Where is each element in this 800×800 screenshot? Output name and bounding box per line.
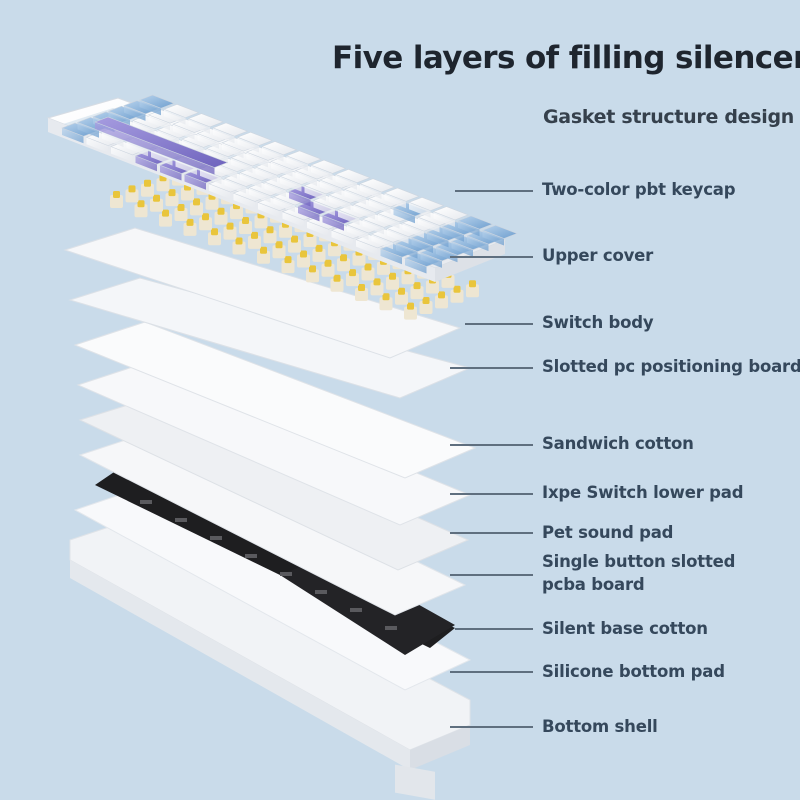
label-pcba-line1: Single button slotted xyxy=(542,552,736,571)
switch xyxy=(125,185,139,203)
switch xyxy=(361,263,375,281)
switch xyxy=(150,194,163,212)
switch xyxy=(330,274,344,292)
label-switch-body: Switch body xyxy=(542,313,654,332)
leader-line-upper-cover xyxy=(450,256,533,258)
switch xyxy=(355,284,368,301)
switch xyxy=(281,256,295,274)
switch xyxy=(223,222,237,240)
label-keycap: Two-color pbt keycap xyxy=(542,180,736,199)
switch xyxy=(395,287,408,305)
silent-base-cotton-layer xyxy=(95,468,455,655)
leader-line-keycap xyxy=(455,190,533,192)
switch xyxy=(321,259,335,277)
keycap xyxy=(481,224,518,246)
switch xyxy=(404,302,417,320)
keycap xyxy=(212,122,249,144)
plate-layer xyxy=(63,227,462,359)
switch xyxy=(239,217,252,234)
label-base-cotton: Silent base cotton xyxy=(542,619,708,638)
ixpe-pad-layer xyxy=(76,361,472,526)
label-bottom-shell: Bottom shell xyxy=(542,717,658,736)
switch xyxy=(450,285,464,303)
keycap xyxy=(261,141,298,162)
label-pcba-line2: pcba board xyxy=(542,575,645,594)
switch xyxy=(288,235,301,253)
switch xyxy=(134,200,148,218)
label-pet-pad: Pet sound pad xyxy=(542,523,674,542)
leader-line-pcba xyxy=(450,574,533,576)
switch xyxy=(272,241,286,259)
switch xyxy=(257,246,270,264)
keycap xyxy=(432,206,469,227)
keycap xyxy=(383,187,420,209)
keycap xyxy=(163,103,200,125)
keycap xyxy=(236,131,273,153)
leader-line-sandwich-cotton xyxy=(450,444,533,446)
page-subtitle: Gasket structure design xyxy=(543,106,795,128)
switch xyxy=(214,207,228,225)
switch xyxy=(159,209,172,227)
switch xyxy=(183,218,197,236)
switch xyxy=(370,278,384,296)
leader-line-ixpe-pad xyxy=(450,493,533,495)
switch xyxy=(190,198,203,216)
sandwich-cotton-layer xyxy=(73,321,477,479)
switch xyxy=(248,231,261,249)
switch xyxy=(263,226,277,244)
keycap xyxy=(408,196,445,218)
switch xyxy=(337,254,350,272)
keycap xyxy=(334,169,371,190)
label-ixpe-pad: Ixpe Switch lower pad xyxy=(542,483,744,502)
label-sandwich-cotton: Sandwich cotton xyxy=(542,434,694,453)
switch xyxy=(435,291,448,309)
page-title: Five layers of filling silencer xyxy=(332,40,800,76)
switch xyxy=(379,293,393,311)
label-silicone-pad: Silicone bottom pad xyxy=(542,662,725,681)
switch xyxy=(297,250,310,268)
switch xyxy=(110,191,123,208)
switch xyxy=(306,265,319,283)
keycap xyxy=(310,159,347,181)
switch xyxy=(174,204,188,221)
leader-line-switch-body xyxy=(465,323,533,325)
keycap xyxy=(187,113,224,134)
label-pc-board: Slotted pc positioning board xyxy=(542,357,800,376)
leader-line-pet-pad xyxy=(450,532,533,534)
switch xyxy=(466,280,479,298)
switch xyxy=(419,297,433,314)
keycap xyxy=(285,150,322,172)
keycap xyxy=(359,178,396,199)
spacebar-keycap xyxy=(94,116,229,175)
keycap xyxy=(138,94,175,116)
switch xyxy=(386,272,399,290)
leader-line-bottom-shell xyxy=(450,726,533,728)
switch xyxy=(141,179,154,197)
switch xyxy=(312,244,326,262)
keycap-layer xyxy=(61,94,518,274)
leader-line-pc-board xyxy=(450,367,533,369)
keycap xyxy=(457,215,494,237)
switch xyxy=(232,237,246,255)
bottom-shell-layer xyxy=(69,519,471,800)
switch xyxy=(410,282,424,300)
label-upper-cover: Upper cover xyxy=(542,246,654,265)
leader-line-base-cotton xyxy=(455,628,533,630)
switch xyxy=(208,228,221,246)
switch xyxy=(165,189,179,207)
leader-line-silicone-pad xyxy=(450,671,533,673)
switch xyxy=(199,213,212,231)
switch xyxy=(346,269,359,287)
